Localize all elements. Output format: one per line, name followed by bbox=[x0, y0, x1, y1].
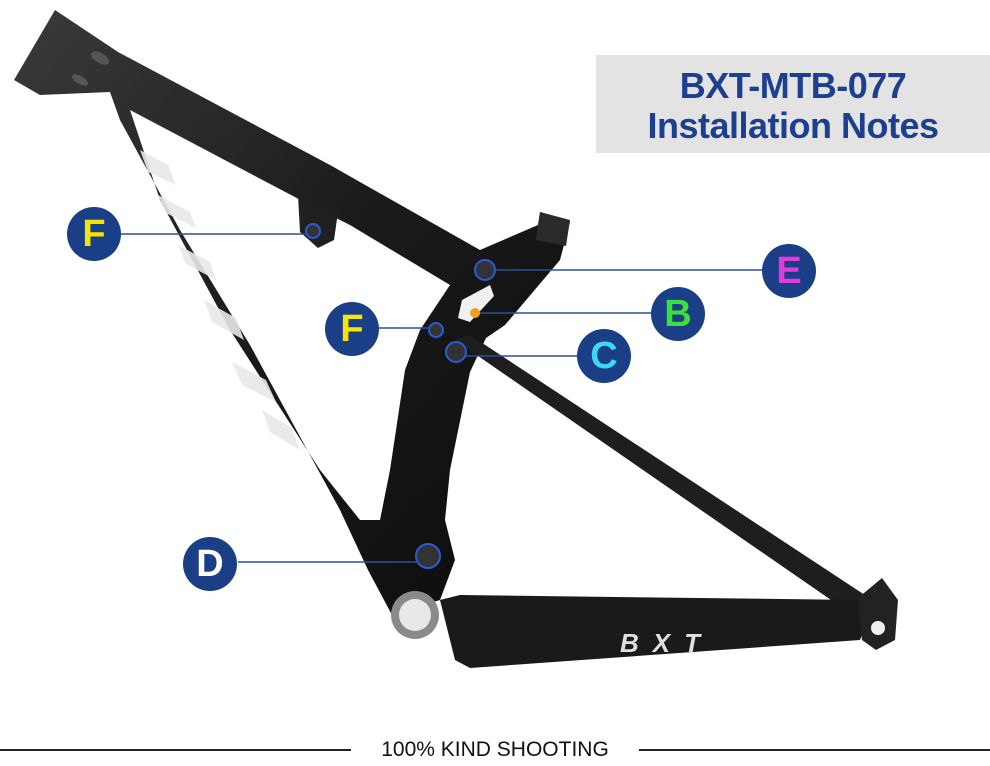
title-panel: BXT-MTB-077 Installation Notes bbox=[596, 55, 990, 153]
rear-dropout bbox=[858, 578, 898, 650]
bike-frame-front-triangle bbox=[14, 10, 570, 615]
bolt-markers bbox=[305, 223, 496, 569]
down-tube-logo-graphic bbox=[140, 150, 300, 450]
footer-rule-left bbox=[0, 749, 351, 751]
callout-d: D bbox=[183, 537, 237, 591]
seat-stay bbox=[455, 335, 880, 625]
link-window bbox=[458, 285, 494, 322]
footer-rule-right bbox=[639, 749, 990, 751]
callout-e: E bbox=[762, 244, 816, 298]
callout-c: C bbox=[577, 329, 631, 383]
bottom-bracket-shell bbox=[399, 599, 431, 631]
seat-tube-collar bbox=[536, 212, 570, 246]
callout-f-mid: F bbox=[325, 302, 379, 356]
callout-f-top: F bbox=[67, 207, 121, 261]
leader-lines bbox=[120, 233, 762, 563]
installation-notes-title: Installation Notes bbox=[647, 105, 939, 146]
model-title: BXT-MTB-077 bbox=[679, 65, 907, 106]
footer-caption: 100% KIND SHOOTING bbox=[381, 738, 609, 761]
dropout-hole bbox=[871, 621, 885, 635]
chainstay-logo: BXT bbox=[620, 628, 714, 658]
chain-stay bbox=[440, 595, 868, 668]
footer: 100% KIND SHOOTING bbox=[0, 736, 990, 766]
callout-b: B bbox=[651, 287, 705, 341]
